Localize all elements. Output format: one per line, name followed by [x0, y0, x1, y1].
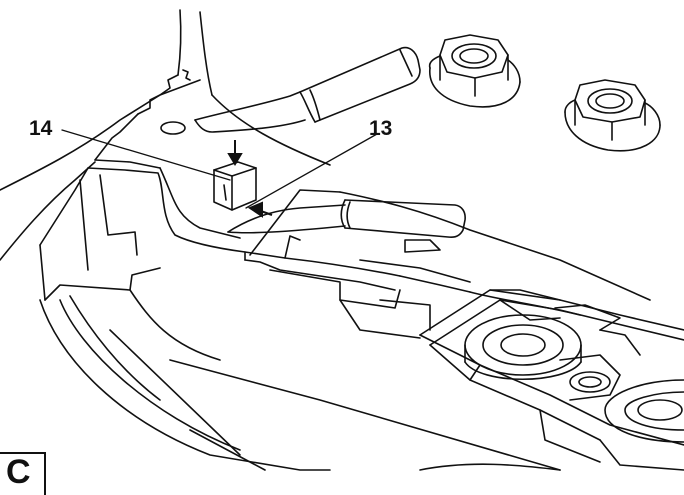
- channel-rib: [39, 159, 246, 401]
- boss-large: [464, 314, 582, 381]
- panel-label-box: [0, 452, 46, 495]
- callout-leaders: [61, 129, 378, 209]
- arrow-left-icon: [247, 201, 263, 218]
- arrow-down-icon: [227, 153, 243, 166]
- knife-lower: [227, 199, 466, 239]
- leader-13: [245, 133, 378, 209]
- base-body: [0, 79, 561, 471]
- clip-block: [213, 161, 257, 211]
- leader-14: [61, 129, 231, 181]
- panel-letter: C: [6, 453, 31, 491]
- lattice-section: [419, 289, 684, 471]
- boss-right: [604, 379, 684, 443]
- hex-nut-right: [564, 79, 661, 152]
- arrows: [227, 140, 273, 218]
- hex-nut-left: [428, 34, 521, 108]
- center-tray: [244, 189, 651, 339]
- boss-small: [569, 371, 611, 393]
- callout-label-13: 13: [369, 117, 393, 140]
- knife-upper: [194, 46, 421, 133]
- callout-label-14: 14: [29, 117, 53, 140]
- upper-wall: [94, 9, 331, 166]
